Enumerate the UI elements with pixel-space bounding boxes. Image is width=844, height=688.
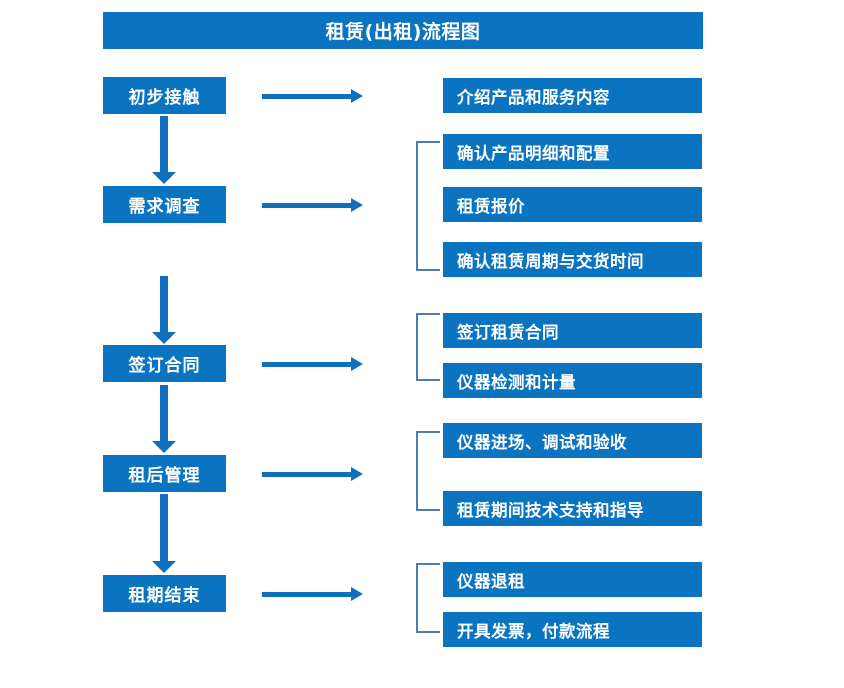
connector-arrow-survey-to-contract — [152, 276, 176, 344]
arrow-head — [351, 467, 363, 481]
page-title: 租赁(出租)流程图 — [103, 12, 703, 49]
stage-box-lease-end[interactable]: 租期结束 — [103, 575, 226, 612]
arrow-head — [351, 89, 363, 103]
connector-arrow-contact-to-survey — [152, 116, 176, 184]
detail-box-invoice-payment[interactable]: 开具发票，付款流程 — [443, 612, 702, 647]
arrow-head — [152, 332, 176, 344]
detail-box-introduce-products[interactable]: 介绍产品和服务内容 — [443, 78, 702, 113]
arrow-shaft — [160, 385, 168, 441]
flow-arrow-survey-to-details — [262, 198, 363, 212]
arrow-shaft — [262, 362, 352, 367]
arrow-shaft — [160, 494, 168, 561]
detail-box-instrument-inspection[interactable]: 仪器检测和计量 — [443, 363, 702, 398]
flow-arrow-end-to-details — [262, 587, 363, 601]
detail-box-tech-support-guidance[interactable]: 租赁期间技术支持和指导 — [443, 491, 702, 526]
flow-arrow-contract-to-details — [262, 357, 363, 371]
arrow-shaft — [262, 203, 352, 208]
arrow-head — [351, 357, 363, 371]
arrow-head — [152, 441, 176, 453]
detail-box-lease-quotation[interactable]: 租赁报价 — [443, 187, 702, 222]
arrow-shaft — [262, 592, 352, 597]
arrow-shaft — [160, 116, 168, 172]
detail-box-entry-debug-acceptance[interactable]: 仪器进场、调试和验收 — [443, 423, 702, 458]
group-bracket-sign-contract — [416, 313, 440, 381]
stage-box-initial-contact[interactable]: 初步接触 — [103, 77, 226, 114]
detail-box-sign-lease-contract[interactable]: 签订租赁合同 — [443, 313, 702, 348]
stage-box-needs-survey[interactable]: 需求调查 — [103, 186, 226, 223]
detail-box-confirm-term-delivery[interactable]: 确认租赁周期与交货时间 — [443, 242, 702, 277]
arrow-head — [351, 587, 363, 601]
group-bracket-needs-survey — [416, 141, 440, 271]
arrow-shaft — [262, 94, 352, 99]
flow-arrow-contact-to-details — [262, 89, 363, 103]
connector-arrow-mgmt-to-end — [152, 494, 176, 573]
arrow-head — [351, 198, 363, 212]
detail-box-instrument-return[interactable]: 仪器退租 — [443, 562, 702, 597]
connector-arrow-contract-to-mgmt — [152, 385, 176, 453]
arrow-shaft — [160, 276, 168, 332]
group-bracket-post-lease-mgmt — [416, 431, 440, 511]
group-bracket-lease-end — [416, 563, 440, 633]
arrow-shaft — [262, 472, 352, 477]
flow-arrow-mgmt-to-details — [262, 467, 363, 481]
stage-box-post-lease-mgmt[interactable]: 租后管理 — [103, 455, 226, 492]
stage-box-sign-contract[interactable]: 签订合同 — [103, 345, 226, 382]
arrow-head — [152, 561, 176, 573]
arrow-head — [152, 172, 176, 184]
detail-box-confirm-spec-config[interactable]: 确认产品明细和配置 — [443, 134, 702, 169]
